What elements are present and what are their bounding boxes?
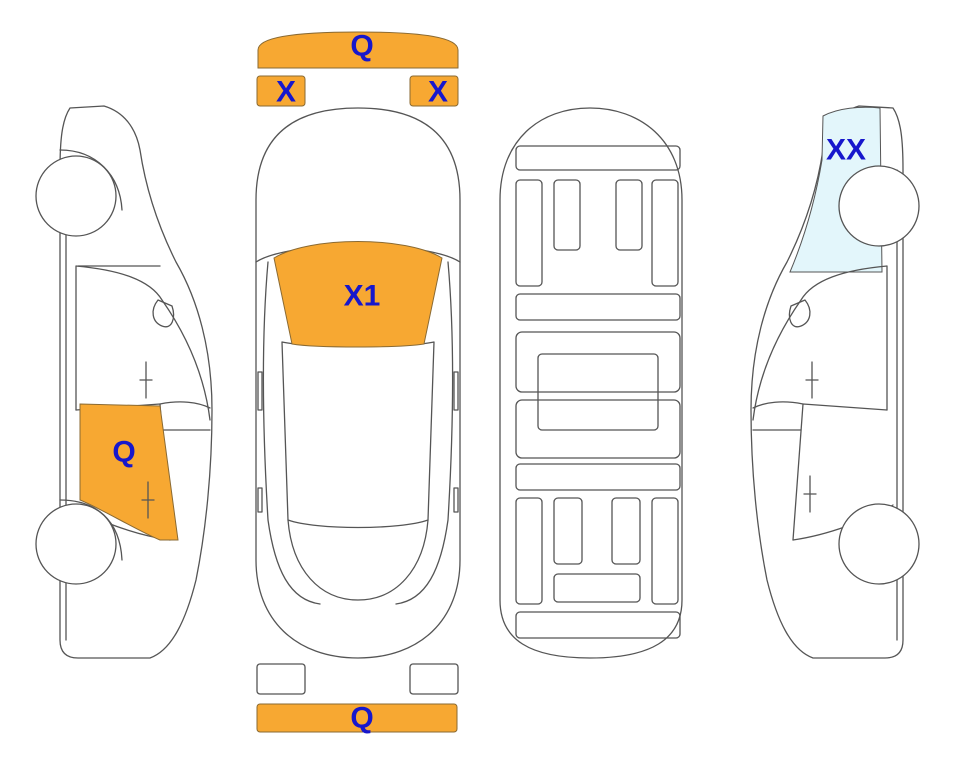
top-view-right-pillar — [395, 261, 454, 605]
left-rear-wheel — [35, 503, 117, 585]
left-side-door-line — [159, 401, 211, 431]
right-side-window-frame — [752, 265, 888, 421]
underbody-panel-13 — [611, 497, 641, 565]
left-door-mark: Q — [112, 436, 135, 469]
top-view-right-handle — [453, 487, 459, 513]
underbody-outline — [499, 107, 683, 659]
underbody-panel-16 — [515, 611, 681, 639]
underbody-panel-15 — [553, 573, 641, 603]
windshield[interactable] — [273, 241, 443, 348]
underbody-panel-6 — [515, 293, 681, 321]
underbody-panel-5 — [651, 179, 679, 287]
underbody-panel-3 — [553, 179, 581, 251]
headlight-right-mark: X — [428, 76, 448, 109]
underbody-panel-10 — [515, 463, 681, 491]
underbody-panel-14 — [651, 497, 679, 605]
left-side-front-arch — [59, 149, 123, 211]
right-side-handle-2 — [803, 475, 817, 513]
windshield-mark: X1 — [344, 280, 381, 313]
right-side-door-line — [752, 401, 804, 431]
left-side-rear-arch — [59, 499, 123, 561]
taillight-right — [409, 663, 459, 695]
left-side-window-frame — [75, 265, 211, 421]
left-front-wheel — [35, 155, 117, 237]
left-door-panel[interactable] — [79, 403, 179, 541]
top-view-rear-window — [287, 519, 429, 601]
top-view-body-outline — [255, 107, 461, 659]
right-side-view — [750, 105, 920, 659]
right-rear-wheel — [838, 503, 920, 585]
headlight-left[interactable] — [256, 75, 306, 107]
right-side-handle-1 — [805, 361, 819, 399]
taillight-left — [256, 663, 306, 695]
right-window-mark: XX — [826, 134, 866, 167]
left-side-mirror — [152, 299, 175, 328]
rear-bumper[interactable] — [256, 703, 458, 733]
underbody-panel-8 — [537, 353, 659, 431]
top-view — [255, 31, 461, 733]
top-view-left-handle — [257, 487, 263, 513]
top-view-right-mirror — [453, 371, 459, 411]
underbody-panel-4 — [615, 179, 643, 251]
underbody-panel-2 — [515, 179, 543, 287]
underbody-panel-7 — [515, 331, 681, 393]
underbody-panel-1 — [515, 145, 681, 171]
top-view-left-pillar — [262, 261, 321, 605]
left-side-handle-1 — [139, 361, 153, 399]
right-side-mirror — [788, 299, 811, 328]
front-bumper-mark: Q — [350, 30, 373, 63]
top-view-left-mirror — [257, 371, 263, 411]
underbody-panel-12 — [553, 497, 583, 565]
rear-bumper-mark: Q — [350, 702, 373, 735]
headlight-right[interactable] — [409, 75, 459, 107]
right-front-wheel — [838, 165, 920, 247]
headlight-left-mark: X — [276, 76, 296, 109]
underbody-panel-11 — [515, 497, 543, 605]
left-door-handle — [141, 481, 155, 519]
underbody-panel-9 — [515, 399, 681, 459]
front-bumper[interactable] — [257, 31, 459, 69]
underbody-view — [499, 107, 683, 659]
